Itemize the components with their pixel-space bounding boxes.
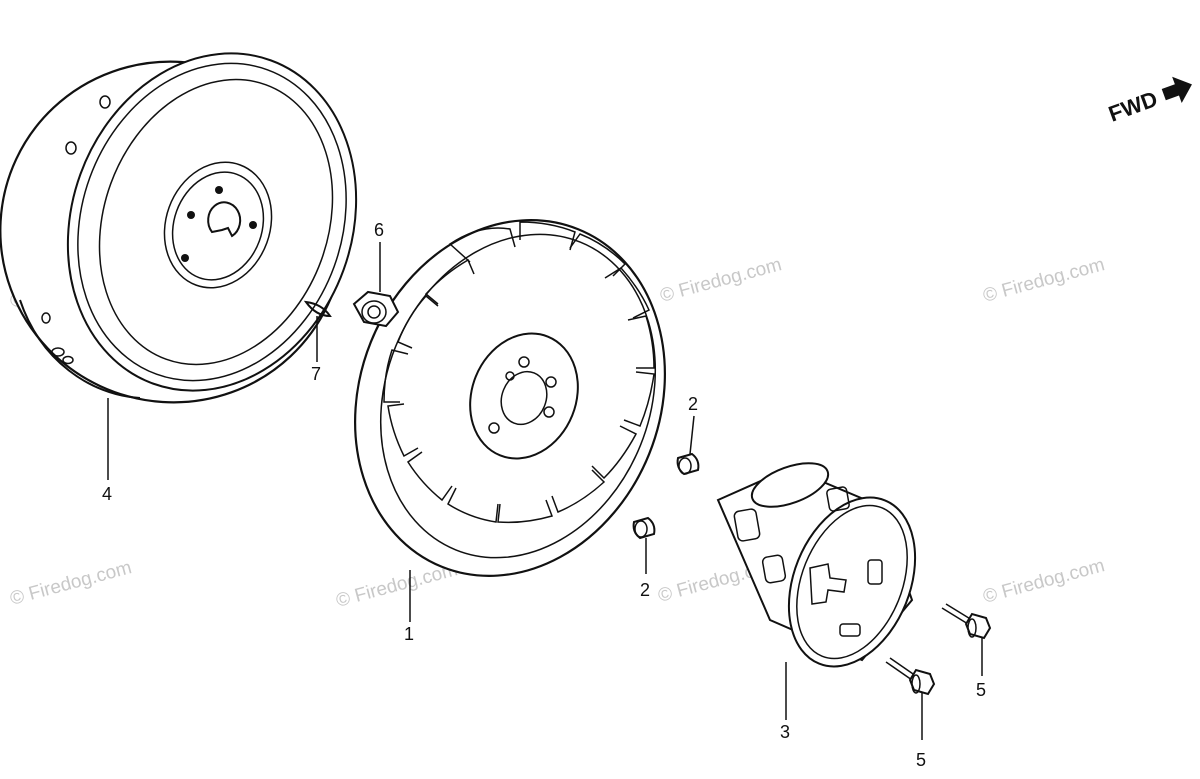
- watermark: © Firedog.com: [981, 254, 1107, 307]
- callout-woodruff-key: 7: [311, 364, 321, 384]
- callout-dowel-pin-lower: 2: [640, 580, 650, 600]
- flange-bolt-right: [941, 603, 992, 640]
- fwd-indicator: FWD: [1105, 76, 1192, 127]
- flange-bolt-lower: [885, 657, 936, 696]
- callout-cooling-fan: 1: [404, 624, 414, 644]
- watermark: © Firedog.com: [981, 555, 1107, 608]
- watermark: © Firedog.com: [8, 557, 134, 610]
- starter-pulley: [716, 462, 917, 668]
- fwd-arrow-icon: [1161, 76, 1192, 104]
- watermark: © Firedog.com: [658, 254, 784, 307]
- dowel-pin-lower: [632, 516, 656, 540]
- callout-dowel-pin-upper: 2: [688, 394, 698, 414]
- flywheel: [0, 52, 358, 404]
- fwd-label: FWD: [1105, 86, 1161, 127]
- leader-lines: [107, 242, 983, 740]
- callouts: 4 1 3 6 7 2 2 5 5: [102, 220, 986, 770]
- callout-fan-nut: 6: [374, 220, 384, 240]
- fan-fins: [383, 221, 655, 524]
- callout-flange-bolt-lower: 5: [916, 750, 926, 770]
- cooling-fan: [354, 219, 666, 577]
- callout-flange-bolt-right: 5: [976, 680, 986, 700]
- woodruff-key: [303, 300, 332, 318]
- dowel-pin-upper: [676, 452, 700, 476]
- fan-nut: [352, 290, 400, 328]
- callout-flywheel: 4: [102, 484, 112, 504]
- callout-starter-pulley: 3: [780, 722, 790, 742]
